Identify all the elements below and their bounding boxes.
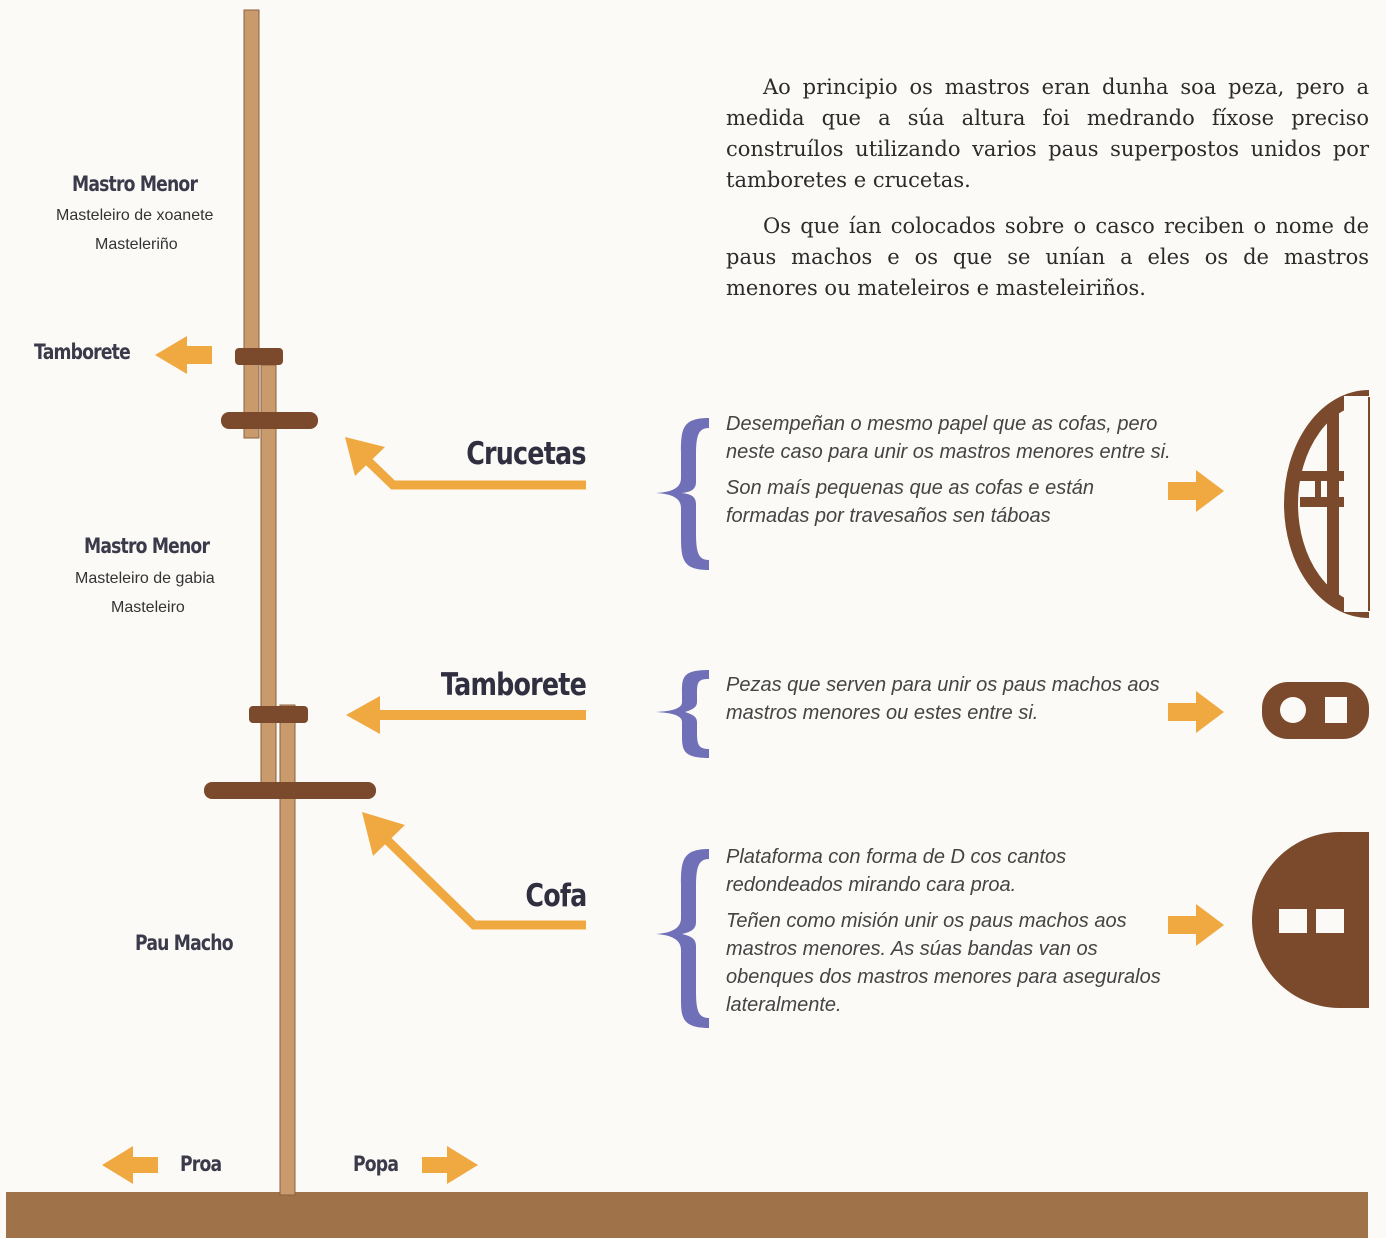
proa-label: Proa (180, 1152, 222, 1176)
tamborete-description: Pezas que serven para unir os paus macho… (726, 671, 1171, 735)
middle-mast-line2: Masteleiro (111, 599, 185, 616)
crucetas-shape (1284, 390, 1370, 618)
tamborete-top-piece (235, 348, 283, 365)
cofa-arrow-head (362, 812, 405, 856)
intro-text: Ao principio os mastros eran dunha soa p… (726, 72, 1369, 319)
tamborete-brace (656, 670, 709, 758)
upper-mast-line2: Masteleriño (95, 236, 178, 253)
pau-macho-pole (279, 704, 296, 1196)
crucetas-arrow-line (361, 454, 586, 490)
crucetas-arrow-head (345, 437, 385, 476)
cofa-shape (1252, 832, 1369, 1008)
cofa-text-2: Teñen como misión unir os paus machos ao… (726, 910, 1161, 1016)
crucetas-description: Desempeñan o mesmo papel que as cofas, p… (726, 410, 1171, 538)
intro-paragraph-1: Ao principio os mastros eran dunha soa p… (726, 75, 1369, 192)
tamborete-text-1: Pezas que serven para unir os paus macho… (726, 674, 1160, 724)
tamborete-bottom-piece (249, 706, 308, 723)
middle-mast-title: Mastro Menor (84, 534, 210, 558)
crucetas-piece (221, 412, 318, 429)
deck (6, 1192, 1368, 1238)
tamborete-top-label: Tamborete (34, 340, 131, 364)
tamborete-shape (1262, 682, 1369, 739)
popa-arrow (422, 1146, 478, 1184)
upper-mast-line1: Masteleiro de xoanete (56, 207, 214, 224)
crucetas-text-2: Son maís pequenas que as cofas e están f… (726, 477, 1095, 527)
tamborete-arrow-head (346, 696, 380, 734)
pau-macho-label: Pau Macho (135, 931, 234, 955)
tamborete-arrow-line (370, 710, 586, 720)
masteleirino-pole (243, 9, 260, 439)
middle-mast-line1: Masteleiro de gabia (75, 570, 215, 587)
cofa-piece (204, 782, 376, 799)
popa-label: Popa (353, 1152, 399, 1176)
tamborete-top-arrow (155, 336, 212, 374)
upper-mast-title: Mastro Menor (72, 172, 198, 196)
cofa-right-arrow (1168, 904, 1224, 946)
cofa-arrow-line (381, 834, 586, 930)
intro-paragraph-2: Os que ían colocados sobre o casco recib… (726, 214, 1369, 300)
cofa-description: Plataforma con forma de D cos cantos red… (726, 843, 1171, 1027)
crucetas-text-1: Desempeñan o mesmo papel que as cofas, p… (726, 413, 1171, 463)
crucetas-right-arrow (1168, 470, 1224, 512)
proa-arrow (102, 1146, 158, 1184)
crucetas-brace (656, 418, 709, 570)
cofa-title: Cofa (524, 878, 587, 914)
tamborete-title: Tamborete (440, 667, 587, 703)
tamborete-right-arrow (1168, 691, 1224, 733)
cofa-text-1: Plataforma con forma de D cos cantos red… (726, 846, 1067, 896)
crucetas-title: Crucetas (466, 436, 587, 472)
cofa-brace (656, 849, 709, 1028)
